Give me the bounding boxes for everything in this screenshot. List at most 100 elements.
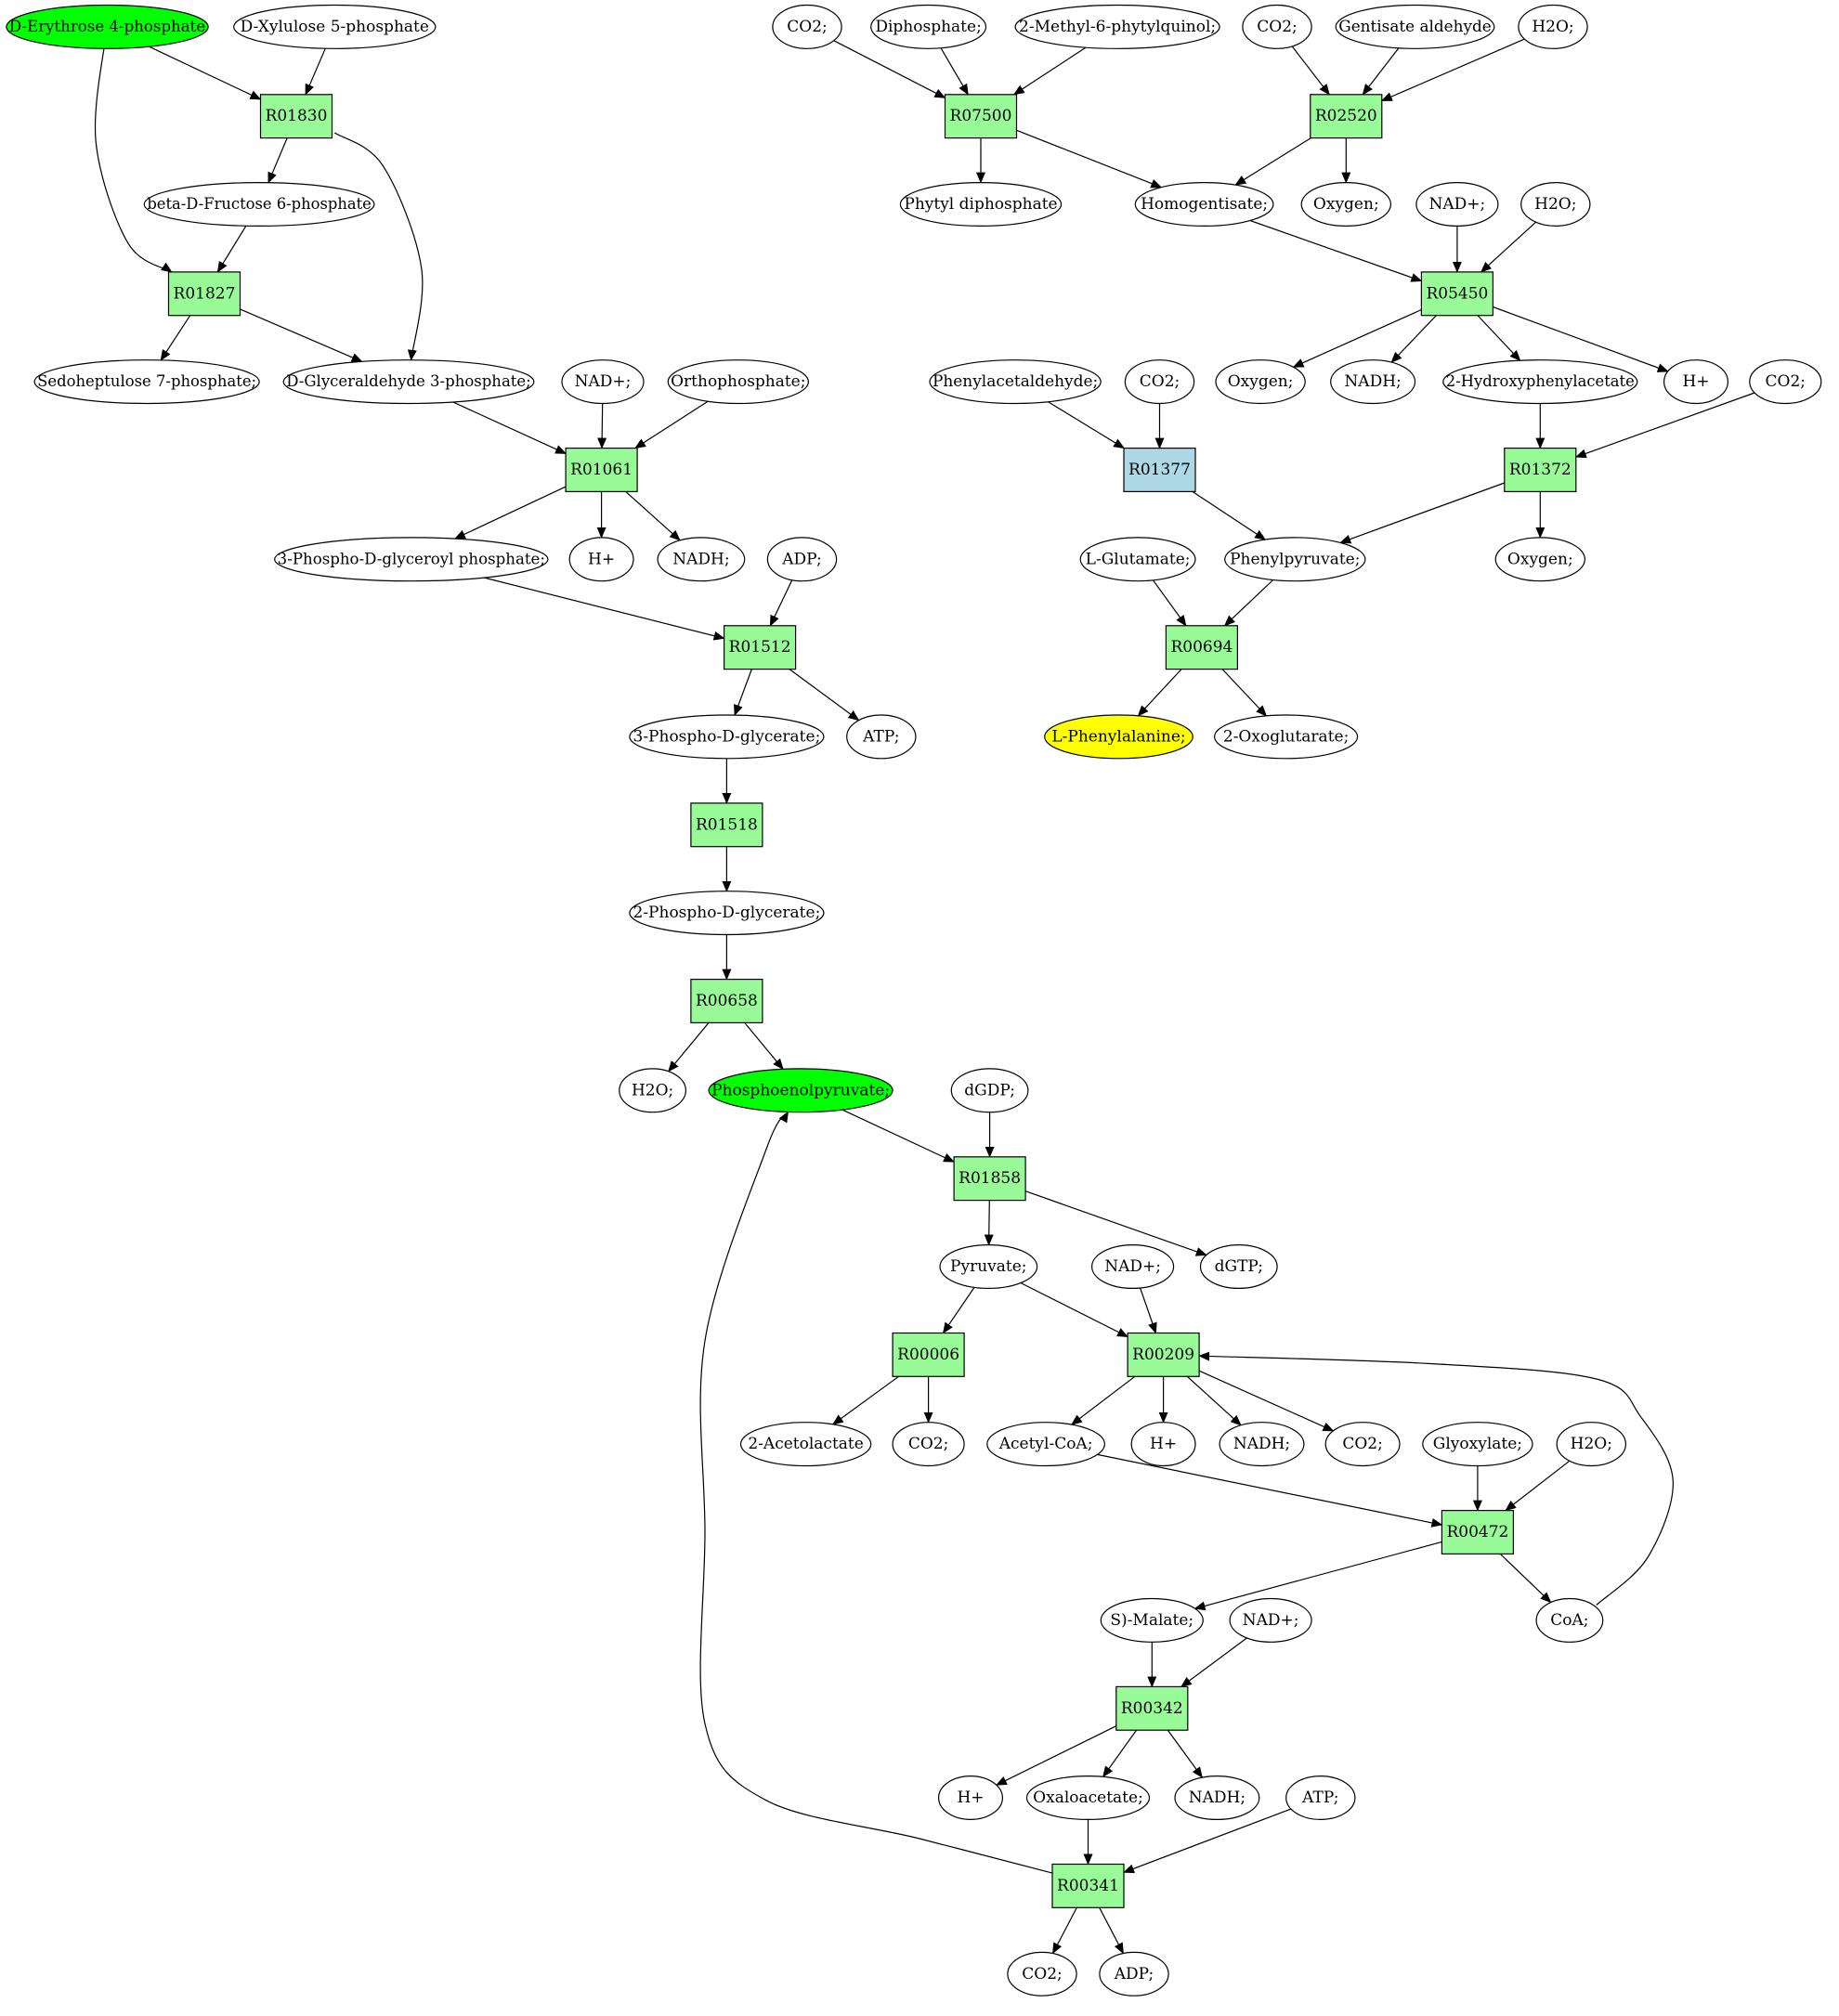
compound-node-n_13bpg: 3-Phospho-D-glyceroyl phosphate; <box>274 537 549 582</box>
node-label: 2-Hydroxyphenylacetate <box>1446 372 1635 391</box>
compound-node-n_co2d: CO2; <box>772 4 842 49</box>
edge-r00342-to-n_nadh3 <box>1167 1729 1203 1778</box>
compound-ellipse <box>1442 359 1638 405</box>
node-label: CO2; <box>787 18 828 36</box>
compound-node-n_co2a: CO2; <box>892 1422 965 1467</box>
node-label: R01372 <box>1509 461 1572 479</box>
node-label: Phytyl diphosphate <box>904 195 1057 214</box>
reaction-box <box>1165 625 1239 670</box>
compound-ellipse <box>1556 1422 1627 1467</box>
reaction-node-r00472: R00472 <box>1441 1509 1515 1554</box>
reaction-node-r00342: R00342 <box>1115 1685 1189 1731</box>
edge-r05450-to-n_o2b <box>1292 308 1422 368</box>
edge-n_nad3-to-r00342 <box>1180 1637 1247 1687</box>
node-label: D-Xylulose 5-phosphate <box>241 18 429 36</box>
compound-node-n_coa: CoA; <box>1535 1597 1604 1643</box>
compound-node-n_co2c: CO2; <box>1007 1951 1077 1996</box>
compound-node-n_phe: L-Phenylalanine; <box>1044 714 1193 760</box>
node-label: CO2; <box>908 1435 949 1453</box>
compound-ellipse <box>1300 182 1392 228</box>
node-label: R05450 <box>1426 284 1488 303</box>
compound-ellipse <box>1242 4 1312 49</box>
edge-n_co2g-to-r01372 <box>1574 392 1755 459</box>
edge-r01512-to-n_atp1 <box>789 669 860 722</box>
compound-ellipse <box>6 4 209 49</box>
compound-ellipse <box>899 182 1063 228</box>
edge-r01372-to-n_phpyr <box>1339 482 1506 544</box>
compound-ellipse <box>629 891 825 936</box>
edge-r00209-to-n_accoa <box>1071 1375 1136 1425</box>
reaction-box <box>892 1332 965 1377</box>
compound-node-n_mal: S)-Malate; <box>1100 1597 1204 1643</box>
node-label: CO2; <box>1257 18 1298 36</box>
node-label: R00341 <box>1057 1877 1119 1895</box>
edge-n_mpq-to-r07500 <box>1012 46 1087 96</box>
edge-n_pp-to-r07500 <box>940 47 969 96</box>
compound-node-n_accoa: Acetyl-CoA; <box>986 1422 1105 1467</box>
reaction-node-r01827: R01827 <box>167 271 241 317</box>
node-label: 2-Oxoglutarate; <box>1223 727 1349 746</box>
reaction-node-r00006: R00006 <box>892 1332 965 1377</box>
compound-ellipse <box>1014 4 1220 49</box>
reaction-box <box>690 978 763 1023</box>
compound-node-n_nadh4: NADH; <box>1330 359 1416 405</box>
reaction-box <box>690 802 763 848</box>
edge-n_pyr-to-r00006 <box>942 1287 975 1334</box>
node-label: NAD+; <box>1104 1257 1161 1276</box>
compound-ellipse <box>1535 1597 1604 1643</box>
reaction-node-r01830: R01830 <box>259 94 333 139</box>
node-label: Phenylacetaldehyde; <box>933 372 1098 391</box>
edge-n_h2o4-to-r05450 <box>1480 221 1537 273</box>
edge-r05450-to-n_h4 <box>1493 306 1669 372</box>
compound-ellipse <box>1215 359 1306 405</box>
edge-n_x5p-to-r01830 <box>305 47 326 96</box>
node-label: H2O; <box>1534 195 1576 214</box>
edge-n_e4p-to-r01830 <box>149 46 262 100</box>
edge-r01827-to-n_s7p <box>160 315 191 361</box>
compound-ellipse <box>657 537 746 582</box>
node-label: ATP; <box>862 727 899 746</box>
compound-node-n_co2g: CO2; <box>1749 359 1822 405</box>
node-label: NADH; <box>672 550 729 568</box>
node-label: Oxygen; <box>1507 550 1573 568</box>
node-label: R00658 <box>696 992 758 1010</box>
compound-ellipse <box>1663 359 1728 405</box>
reaction-node-r07500: R07500 <box>944 94 1018 139</box>
reaction-box <box>953 1156 1026 1202</box>
compound-ellipse <box>1130 1422 1196 1467</box>
node-label: H+ <box>1150 1435 1177 1453</box>
compound-node-n_o2b: Oxygen; <box>1215 359 1306 405</box>
node-label: ADP; <box>1114 1965 1154 1983</box>
compound-node-n_mpq: 2-Methyl-6-phytylquinol; <box>1014 4 1220 49</box>
compound-node-n_nadh1: NADH; <box>657 537 746 582</box>
compound-ellipse <box>939 1243 1038 1289</box>
compound-node-n_adp1: ADP; <box>766 537 838 582</box>
reaction-box <box>1127 1332 1200 1377</box>
compound-ellipse <box>766 537 838 582</box>
edge-n_e4p-to-r01827 <box>94 26 173 273</box>
node-label: beta-D-Fructose 6-phosphate <box>147 195 372 214</box>
edge-n_hga-to-r05450 <box>1249 219 1423 282</box>
compound-ellipse <box>233 4 437 49</box>
compound-ellipse <box>1124 359 1195 405</box>
compound-ellipse <box>1007 1951 1077 1996</box>
reaction-box <box>723 625 797 670</box>
edge-n_nad1-to-r01061 <box>597 403 607 449</box>
reaction-node-r01377: R01377 <box>1123 448 1196 493</box>
compound-node-n_atp1: ATP; <box>846 714 917 760</box>
node-label: Phosphoenolpyruvate; <box>711 1081 890 1099</box>
reaction-box <box>1051 1863 1125 1908</box>
node-label: NAD+; <box>1243 1611 1299 1630</box>
compound-node-n_pyr: Pyruvate; <box>939 1243 1038 1289</box>
reaction-node-r00658: R00658 <box>690 978 763 1023</box>
compound-node-n_phpyr: Phenylpyruvate; <box>1224 537 1366 582</box>
node-label: Phenylpyruvate; <box>1230 550 1360 568</box>
edge-n_adp1-to-r01512 <box>769 579 793 627</box>
node-label: Homogentisate; <box>1141 195 1268 214</box>
compound-ellipse <box>1199 1243 1278 1289</box>
reaction-node-r00694: R00694 <box>1165 625 1239 670</box>
edge-r00341-to-n_adp2 <box>1099 1907 1124 1955</box>
compound-ellipse <box>1224 537 1366 582</box>
node-label: L-Glutamate; <box>1086 550 1191 568</box>
